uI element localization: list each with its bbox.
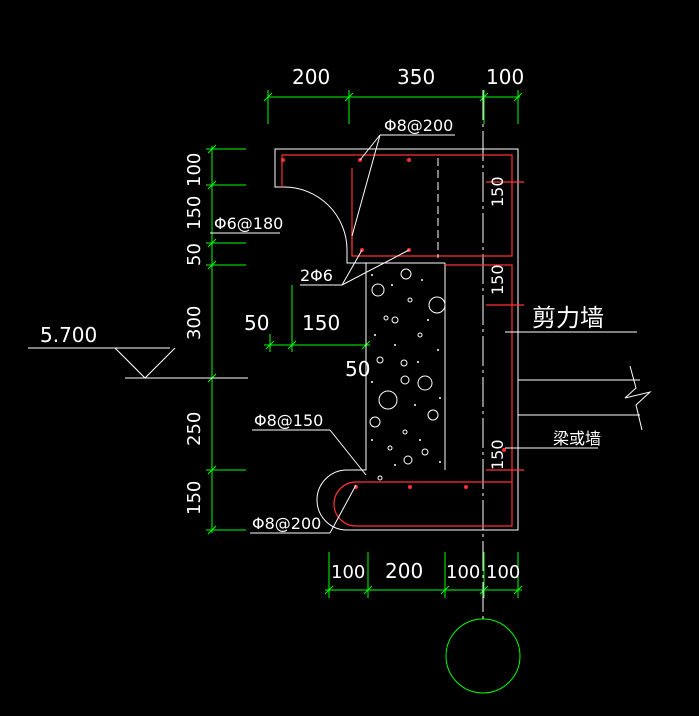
dim-left-5: 250: [184, 412, 205, 446]
dim-inner-50-vertical: 50: [345, 357, 370, 381]
concrete-hatch: [369, 268, 446, 481]
axis-circle: [445, 618, 521, 694]
bottom-dimensions: 100 200 100 100: [331, 559, 520, 583]
dimension-lines: [206, 90, 523, 694]
left-dimensions: 100 150 50 300 250 150: [184, 153, 205, 515]
dim-left-1: 100: [184, 153, 205, 187]
section-outline: [274, 148, 652, 531]
label-rebar-left: Φ6@180: [214, 214, 283, 233]
label-2phi6: 2Φ6: [300, 266, 333, 285]
dim-bottom-1: 100: [331, 562, 365, 583]
dim-inner-50: 50: [244, 311, 269, 335]
dim-right-1: 150: [488, 176, 507, 207]
dim-bottom-2: 200: [385, 559, 423, 583]
concrete-dots: [371, 274, 441, 466]
dim-top-1: 200: [292, 65, 330, 89]
inner-dimensions: 50 150 50: [244, 311, 370, 381]
leader-lines: [28, 134, 637, 534]
label-beam-or-wall: 梁或墙: [553, 429, 601, 448]
dim-left-2: 150: [184, 196, 205, 230]
dim-left-6: 150: [184, 481, 205, 515]
dim-top-2: 350: [397, 65, 435, 89]
dim-bottom-4: 100: [486, 562, 520, 583]
dim-left-4: 300: [184, 306, 205, 340]
label-rebar-150: Φ8@150: [254, 411, 323, 430]
top-dimensions: 200 350 100: [292, 65, 524, 89]
dim-right-3: 150: [488, 439, 507, 470]
dim-right-2: 150: [488, 264, 507, 295]
right-dimensions: 150 150 150: [488, 176, 507, 470]
dim-top-3: 100: [486, 65, 524, 89]
label-rebar-top: Φ8@200: [384, 116, 453, 135]
elevation-label: 5.700: [40, 323, 97, 347]
dim-bottom-3: 100: [446, 562, 480, 583]
label-shear-wall: 剪力墙: [532, 304, 604, 332]
rebar-labels: Φ8@200 Φ6@180 2Φ6 Φ8@150 Φ8@200 剪力墙 梁或墙: [214, 116, 604, 533]
dim-left-3: 50: [184, 243, 205, 266]
label-rebar-bottom: Φ8@200: [252, 514, 321, 533]
dim-inner-150: 150: [302, 311, 340, 335]
